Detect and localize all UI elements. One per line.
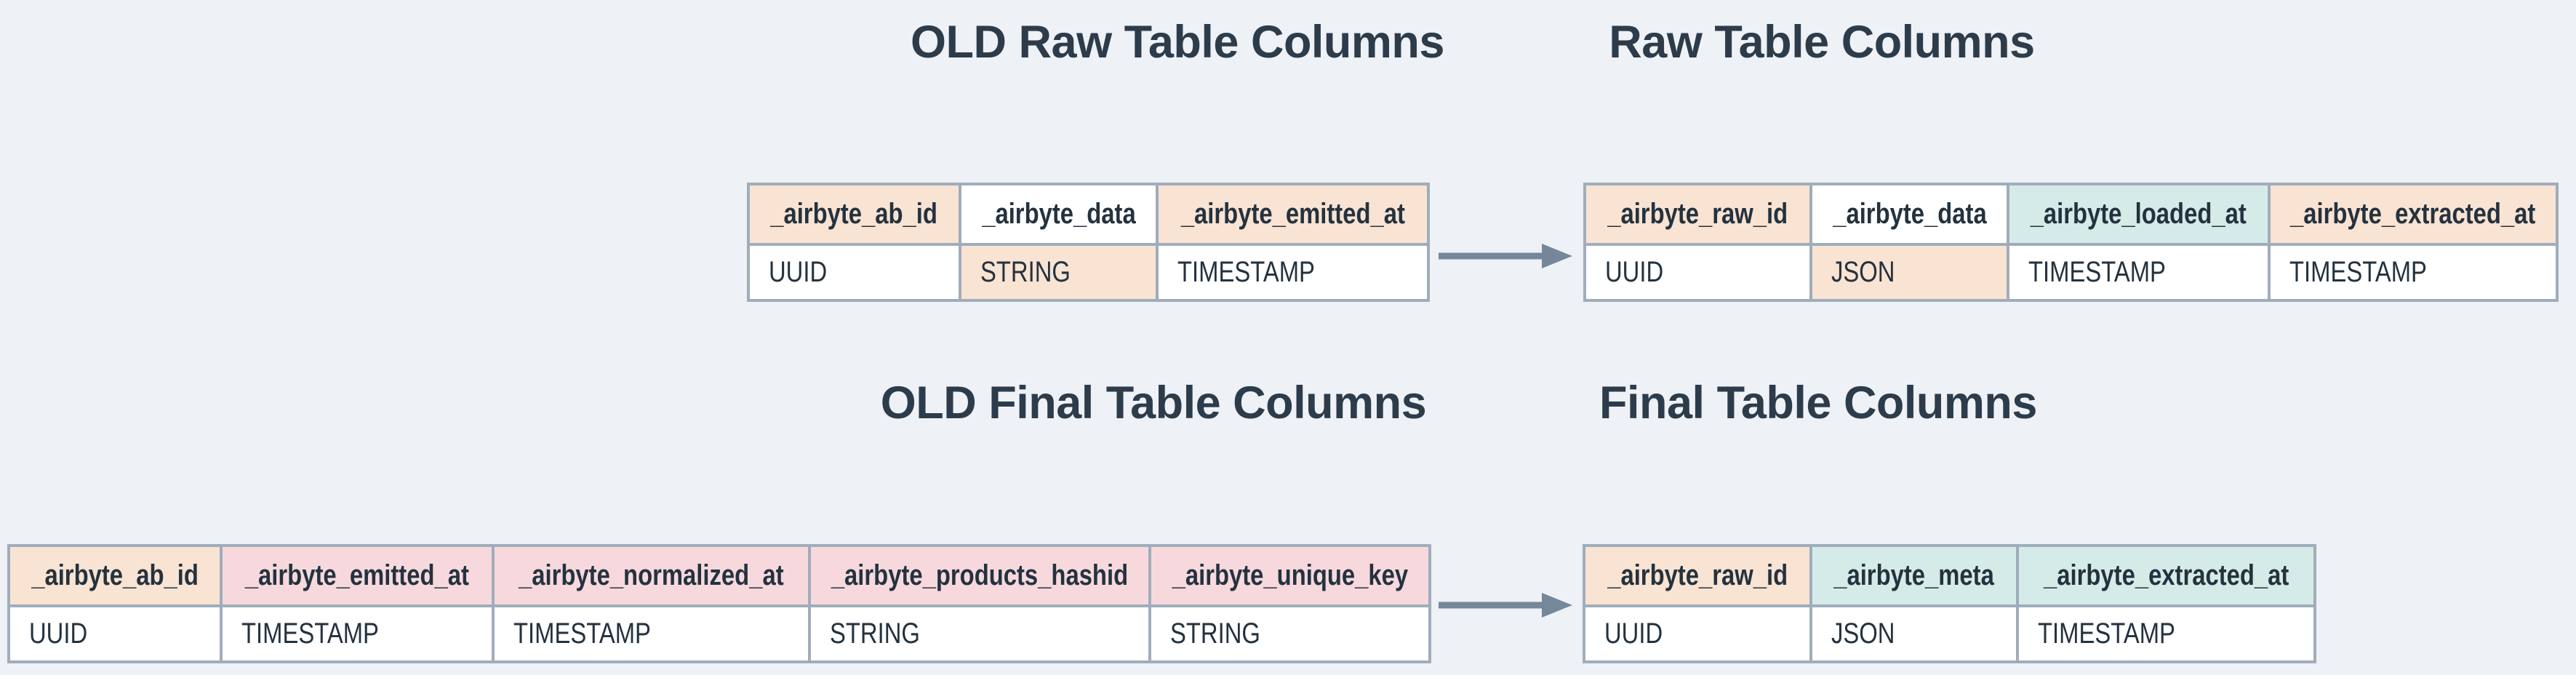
final-table: _airbyte_raw_id UUID _airbyte_meta JSON … [1583,544,2316,663]
column-type-cell: TIMESTAMP [2019,607,2313,660]
final-table-title: Final Table Columns [1599,378,2037,428]
table-column: _airbyte_products_hashid STRING [811,547,1148,660]
column-type-cell: TIMESTAMP [2271,246,2556,299]
arrow-right-icon [1439,244,1572,268]
column-type-cell: TIMESTAMP [223,607,492,660]
column-name-cell: _airbyte_data [961,185,1156,243]
column-type-cell: UUID [1586,246,1809,299]
column-name-cell: _airbyte_products_hashid [811,547,1148,604]
table-column: _airbyte_raw_id UUID [1585,547,1809,660]
old-raw-table: _airbyte_ab_id UUID _airbyte_data STRING… [747,183,1430,302]
column-type-cell: TIMESTAMP [1159,246,1427,299]
table-column: _airbyte_ab_id UUID [750,185,959,299]
table-column: _airbyte_loaded_at TIMESTAMP [2009,185,2268,299]
table-column: _airbyte_ab_id UUID [10,547,220,660]
column-name-cell: _airbyte_extracted_at [2271,185,2556,243]
column-name-cell: _airbyte_raw_id [1586,185,1809,243]
column-name-cell: _airbyte_ab_id [10,547,220,604]
column-type-cell: TIMESTAMP [495,607,808,660]
column-name-cell: _airbyte_unique_key [1151,547,1428,604]
old-final-table: _airbyte_ab_id UUID _airbyte_emitted_at … [7,544,1431,663]
table-column: _airbyte_extracted_at TIMESTAMP [2271,185,2556,299]
column-name-cell: _airbyte_ab_id [750,185,959,243]
arrow-right-icon [1439,593,1572,618]
column-type-cell: STRING [811,607,1148,660]
column-type-cell: STRING [961,246,1156,299]
old-final-table-title: OLD Final Table Columns [880,378,1427,428]
table-column: _airbyte_emitted_at TIMESTAMP [223,547,492,660]
column-type-cell: UUID [1585,607,1809,660]
column-type-cell: TIMESTAMP [2009,246,2268,299]
table-column: _airbyte_data STRING [961,185,1156,299]
table-column: _airbyte_extracted_at TIMESTAMP [2019,547,2313,660]
table-column: _airbyte_raw_id UUID [1586,185,1809,299]
raw-table: _airbyte_raw_id UUID _airbyte_data JSON … [1583,183,2559,302]
column-type-cell: STRING [1151,607,1428,660]
old-raw-table-title: OLD Raw Table Columns [911,17,1444,68]
table-column: _airbyte_emitted_at TIMESTAMP [1159,185,1427,299]
column-type-cell: UUID [750,246,959,299]
column-name-cell: _airbyte_normalized_at [495,547,808,604]
column-name-cell: _airbyte_extracted_at [2019,547,2313,604]
column-type-cell: UUID [10,607,220,660]
column-name-cell: _airbyte_raw_id [1585,547,1809,604]
column-name-cell: _airbyte_loaded_at [2009,185,2268,243]
column-type-cell: JSON [1812,246,2007,299]
column-name-cell: _airbyte_data [1812,185,2007,243]
column-name-cell: _airbyte_emitted_at [1159,185,1427,243]
column-type-cell: JSON [1812,607,2016,660]
table-column: _airbyte_data JSON [1812,185,2007,299]
column-name-cell: _airbyte_emitted_at [223,547,492,604]
table-column: _airbyte_normalized_at TIMESTAMP [495,547,808,660]
table-column: _airbyte_meta JSON [1812,547,2016,660]
raw-table-title: Raw Table Columns [1609,17,2035,68]
table-column: _airbyte_unique_key STRING [1151,547,1428,660]
column-name-cell: _airbyte_meta [1812,547,2016,604]
